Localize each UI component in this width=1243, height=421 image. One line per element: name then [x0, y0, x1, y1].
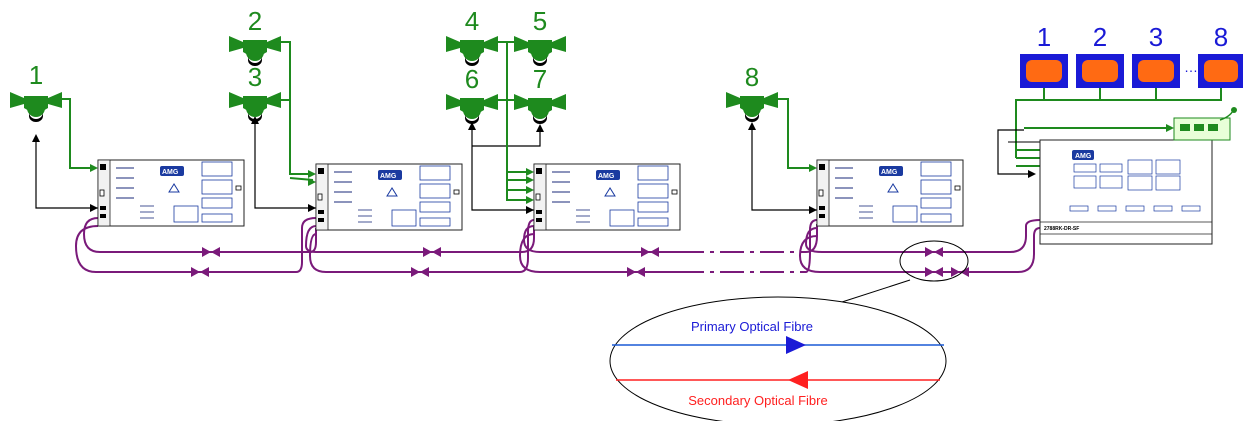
secondary-fibre-legend: Secondary Optical Fibre — [616, 371, 940, 408]
monitor-3: 3 — [1132, 22, 1180, 88]
transmitter-logo: AMG — [881, 169, 898, 176]
transmitter-logo: AMG — [598, 173, 615, 180]
camera-2: 2 — [229, 6, 281, 66]
video-lines — [52, 41, 1222, 204]
camera-4: 4 — [446, 6, 498, 66]
receiver-rack: AMG 2788RK-DR-SF — [1039, 139, 1213, 245]
monitor-8: 8 — [1198, 22, 1243, 88]
camera-number: 7 — [533, 64, 547, 94]
camera-number: 1 — [29, 60, 43, 90]
camera-3: 3 — [229, 62, 281, 122]
camera-6: 6 — [446, 64, 498, 124]
camera-number: 8 — [745, 62, 759, 92]
camera-7: 7 — [514, 64, 566, 124]
camera-1: 1 — [10, 60, 62, 122]
transmitter-1: AMG — [97, 159, 245, 227]
monitor-1: 1 — [1020, 22, 1068, 88]
camera-number: 4 — [465, 6, 479, 36]
monitor-number: 3 — [1149, 22, 1163, 52]
camera-number: 3 — [248, 62, 262, 92]
camera-number: 5 — [533, 6, 547, 36]
monitor-number: 8 — [1214, 22, 1228, 52]
monitor-number: 2 — [1093, 22, 1107, 52]
camera-5: 5 — [514, 6, 566, 66]
monitor-number: 1 — [1037, 22, 1051, 52]
transmitter-2: AMG — [315, 163, 463, 231]
receiver-lines — [997, 129, 1040, 178]
control-panel — [1173, 107, 1237, 141]
camera-control-lines — [32, 116, 817, 214]
transmitter-logo: AMG — [380, 173, 397, 180]
secondary-fibre-label: Secondary Optical Fibre — [688, 393, 827, 408]
camera-number: 2 — [248, 6, 262, 36]
receiver-logo: AMG — [1075, 153, 1092, 160]
primary-fibre-legend: Primary Optical Fibre — [612, 319, 944, 354]
camera-number: 6 — [465, 64, 479, 94]
camera-8: 8 — [726, 62, 778, 122]
receiver-model: 2788RK-DR-SF — [1044, 226, 1079, 232]
zoom-callout — [609, 240, 969, 421]
transmitter-4: AMG — [816, 159, 964, 227]
monitor-2: 2 — [1076, 22, 1124, 88]
optical-fibre-ring — [74, 217, 1041, 277]
primary-fibre-label: Primary Optical Fibre — [691, 319, 813, 334]
transmitter-3: AMG — [533, 163, 681, 231]
transmitter-logo: AMG — [162, 169, 179, 176]
